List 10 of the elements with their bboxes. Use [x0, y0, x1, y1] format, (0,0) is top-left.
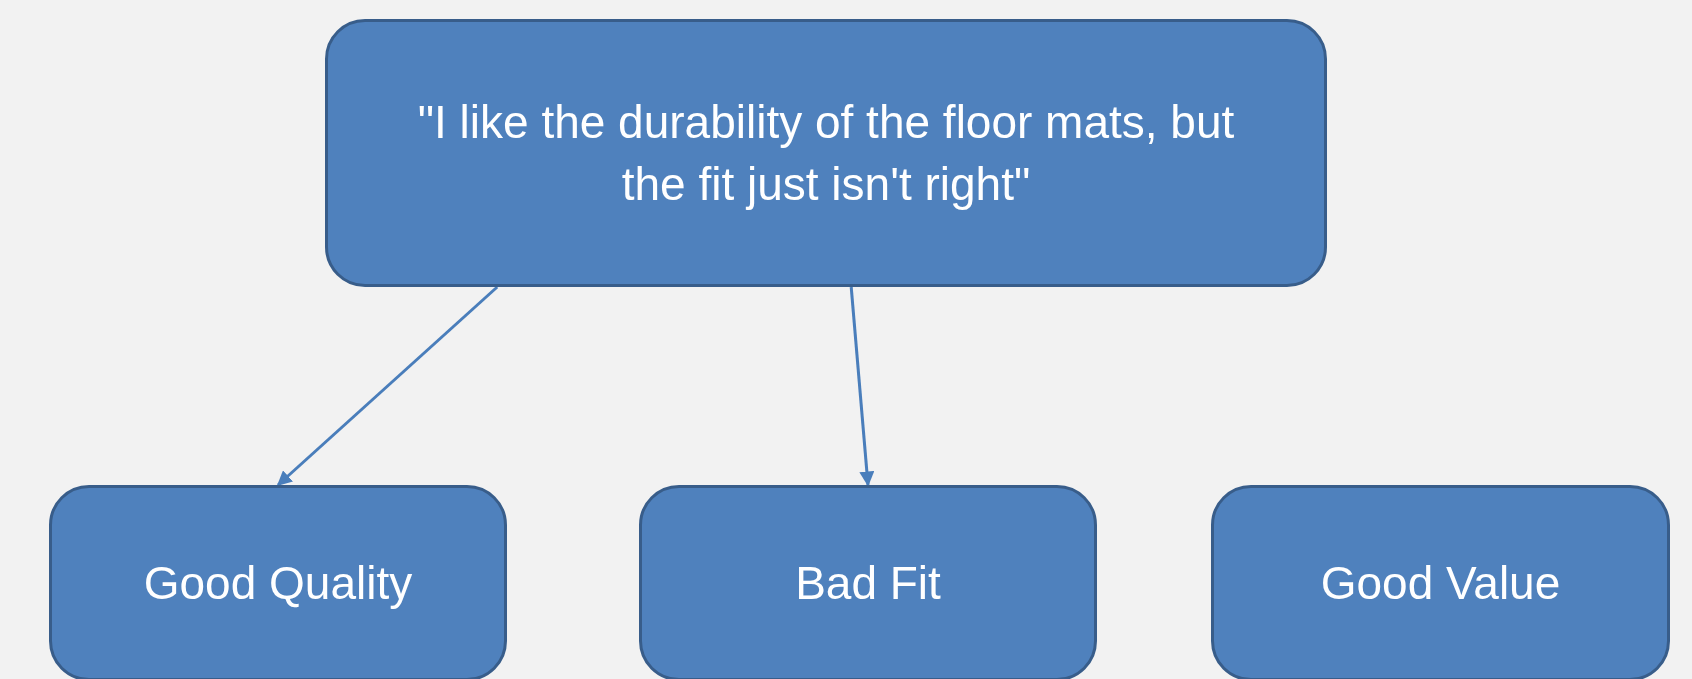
process-box	[1211, 485, 1670, 679]
node-label: Good Value	[1320, 555, 1561, 611]
node-label: "I like the durability of the floor mats, but the fit just isn't right"	[416, 94, 1236, 212]
node-label: Bad Fit	[795, 555, 941, 611]
arrow	[849, 286, 875, 487]
process-box	[325, 19, 1327, 287]
node-label: Good Quality	[143, 555, 413, 611]
arrow	[276, 285, 499, 487]
process-box	[49, 485, 507, 679]
process-box	[639, 485, 1097, 679]
